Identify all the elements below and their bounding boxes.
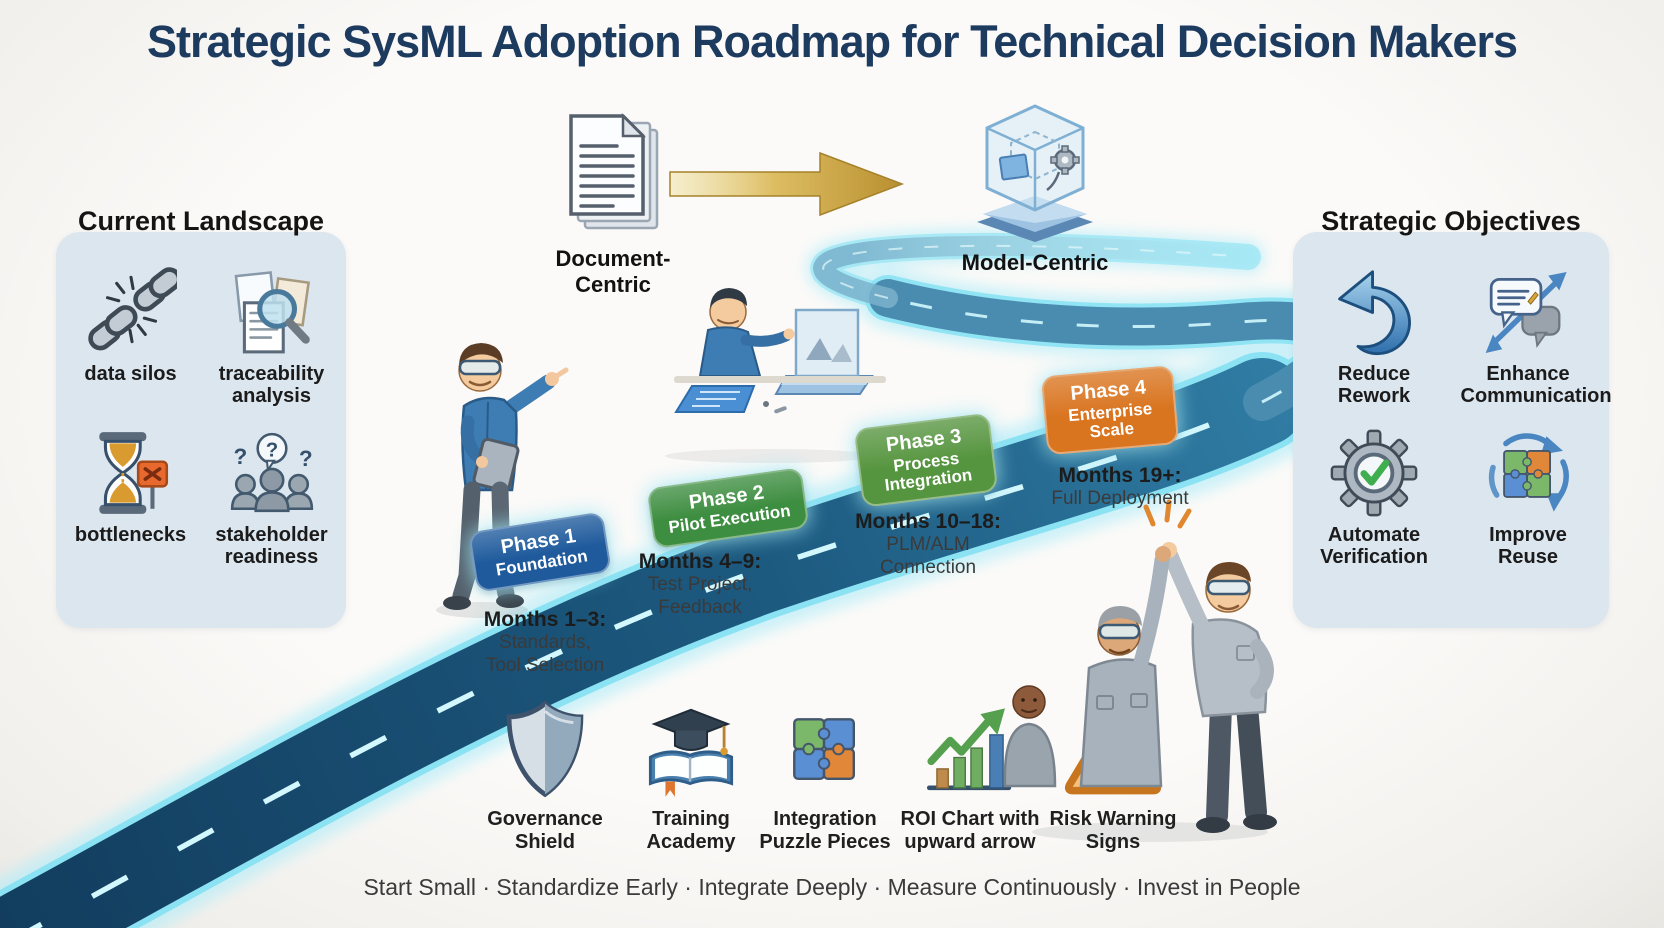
document-centric-block: Document-Centric: [523, 110, 703, 298]
objective-item-enhance-communication: Enhance Communication: [1453, 266, 1612, 407]
timeline-title: Months 19+:: [1058, 464, 1182, 487]
gold-right-arrow-icon: [669, 151, 905, 217]
strategic-objectives-panel: Reduce Rework: [1293, 232, 1612, 628]
model-centric-block: Model-Centric: [935, 98, 1135, 276]
objective-item-improve-reuse: Improve Reuse: [1453, 427, 1603, 568]
chat-bubbles-arrow-icon: [1485, 271, 1567, 353]
objective-label: Improve Reuse: [1489, 524, 1567, 568]
timeline-title: Months 10–18:: [855, 510, 1001, 533]
timeline-line: PLM/ALM: [886, 534, 970, 556]
objective-label: Enhance Communication: [1460, 363, 1612, 407]
landscape-item-traceability: traceability analysis: [203, 266, 340, 407]
high-five-spark: [1143, 499, 1192, 529]
landscape-label: stakeholder readiness: [215, 524, 328, 568]
puzzle-pieces-icon: [793, 718, 855, 780]
timeline-line: Test Project,: [647, 574, 753, 596]
documents-icon: [569, 112, 659, 230]
document-magnifier-icon: [234, 271, 310, 354]
model-centric-label: Model-Centric: [961, 250, 1109, 275]
shield-icon: [506, 700, 584, 798]
timeline-line: Full Deployment: [1051, 488, 1189, 510]
svg-text:?: ?: [233, 444, 247, 469]
landscape-item-data-silos: data silos: [62, 266, 199, 407]
roi-chart-icon: [926, 708, 1012, 791]
objective-label: Automate Verification: [1320, 524, 1428, 568]
phase-3-timeline: Months 10–18: PLM/ALM Connection: [855, 510, 1001, 580]
people-questions-icon: ? ? ?: [230, 433, 313, 513]
engineer-modeling-character: [665, 288, 886, 463]
page-title: Strategic SysML Adoption Roadmap for Tec…: [147, 16, 1518, 67]
objective-item-automate-verification: Automate Verification: [1299, 427, 1449, 568]
hourglass-blocked-icon: [98, 432, 168, 515]
gear-glyph: [1046, 145, 1080, 191]
landscape-label: bottlenecks: [74, 524, 187, 547]
phase-2-timeline: Months 4–9: Test Project, Feedback: [639, 550, 762, 620]
timeline-line: Standards,: [499, 632, 591, 654]
landscape-label: data silos: [84, 363, 177, 385]
timeline-line: Connection: [879, 556, 977, 578]
objective-label: Reduce Rework: [1337, 363, 1411, 407]
phase-4-timeline: Months 19+: Full Deployment: [1051, 464, 1188, 511]
undo-arrow-icon: [1338, 270, 1411, 356]
timeline-line: Tool Selection: [485, 654, 605, 676]
phase-badge-subtitle: Enterprise Scale: [1067, 399, 1153, 442]
landscape-item-stakeholders: ? ? ? stakeholder readiness: [203, 427, 340, 568]
graduation-book-icon: [648, 708, 734, 797]
landscape-label: traceability analysis: [218, 363, 325, 407]
strategic-objectives-heading: Strategic Objectives: [1321, 206, 1581, 236]
phase-3-badge: Phase 3 Process Integration: [853, 412, 999, 508]
timeline-title: Months 1–3:: [483, 608, 607, 631]
gear-check-icon: [1330, 429, 1418, 517]
model-cube-icon: [977, 104, 1093, 242]
tagline: Start Small · Standardize Early · Integr…: [363, 874, 1301, 900]
objective-item-reduce-rework: Reduce Rework: [1299, 266, 1449, 407]
svg-text:?: ?: [265, 439, 277, 462]
phase-4-badge: Phase 4 Enterprise Scale: [1040, 365, 1180, 455]
current-landscape-heading: Current Landscape: [77, 206, 325, 236]
puzzle-cycle-icon: [1488, 433, 1569, 512]
team-high-five-characters: [1003, 499, 1277, 842]
timeline-title: Months 4–9:: [638, 550, 762, 573]
landscape-item-bottlenecks: bottlenecks: [62, 427, 199, 568]
svg-text:?: ?: [298, 446, 312, 471]
broken-chain-icon: [87, 267, 177, 351]
phase-1-timeline: Months 1–3: Standards, Tool Selection: [484, 608, 607, 678]
document-centric-label: Document-Centric: [555, 246, 671, 297]
current-landscape-panel: data silos traceability analysis: [56, 232, 346, 628]
timeline-line: Feedback: [658, 596, 742, 618]
